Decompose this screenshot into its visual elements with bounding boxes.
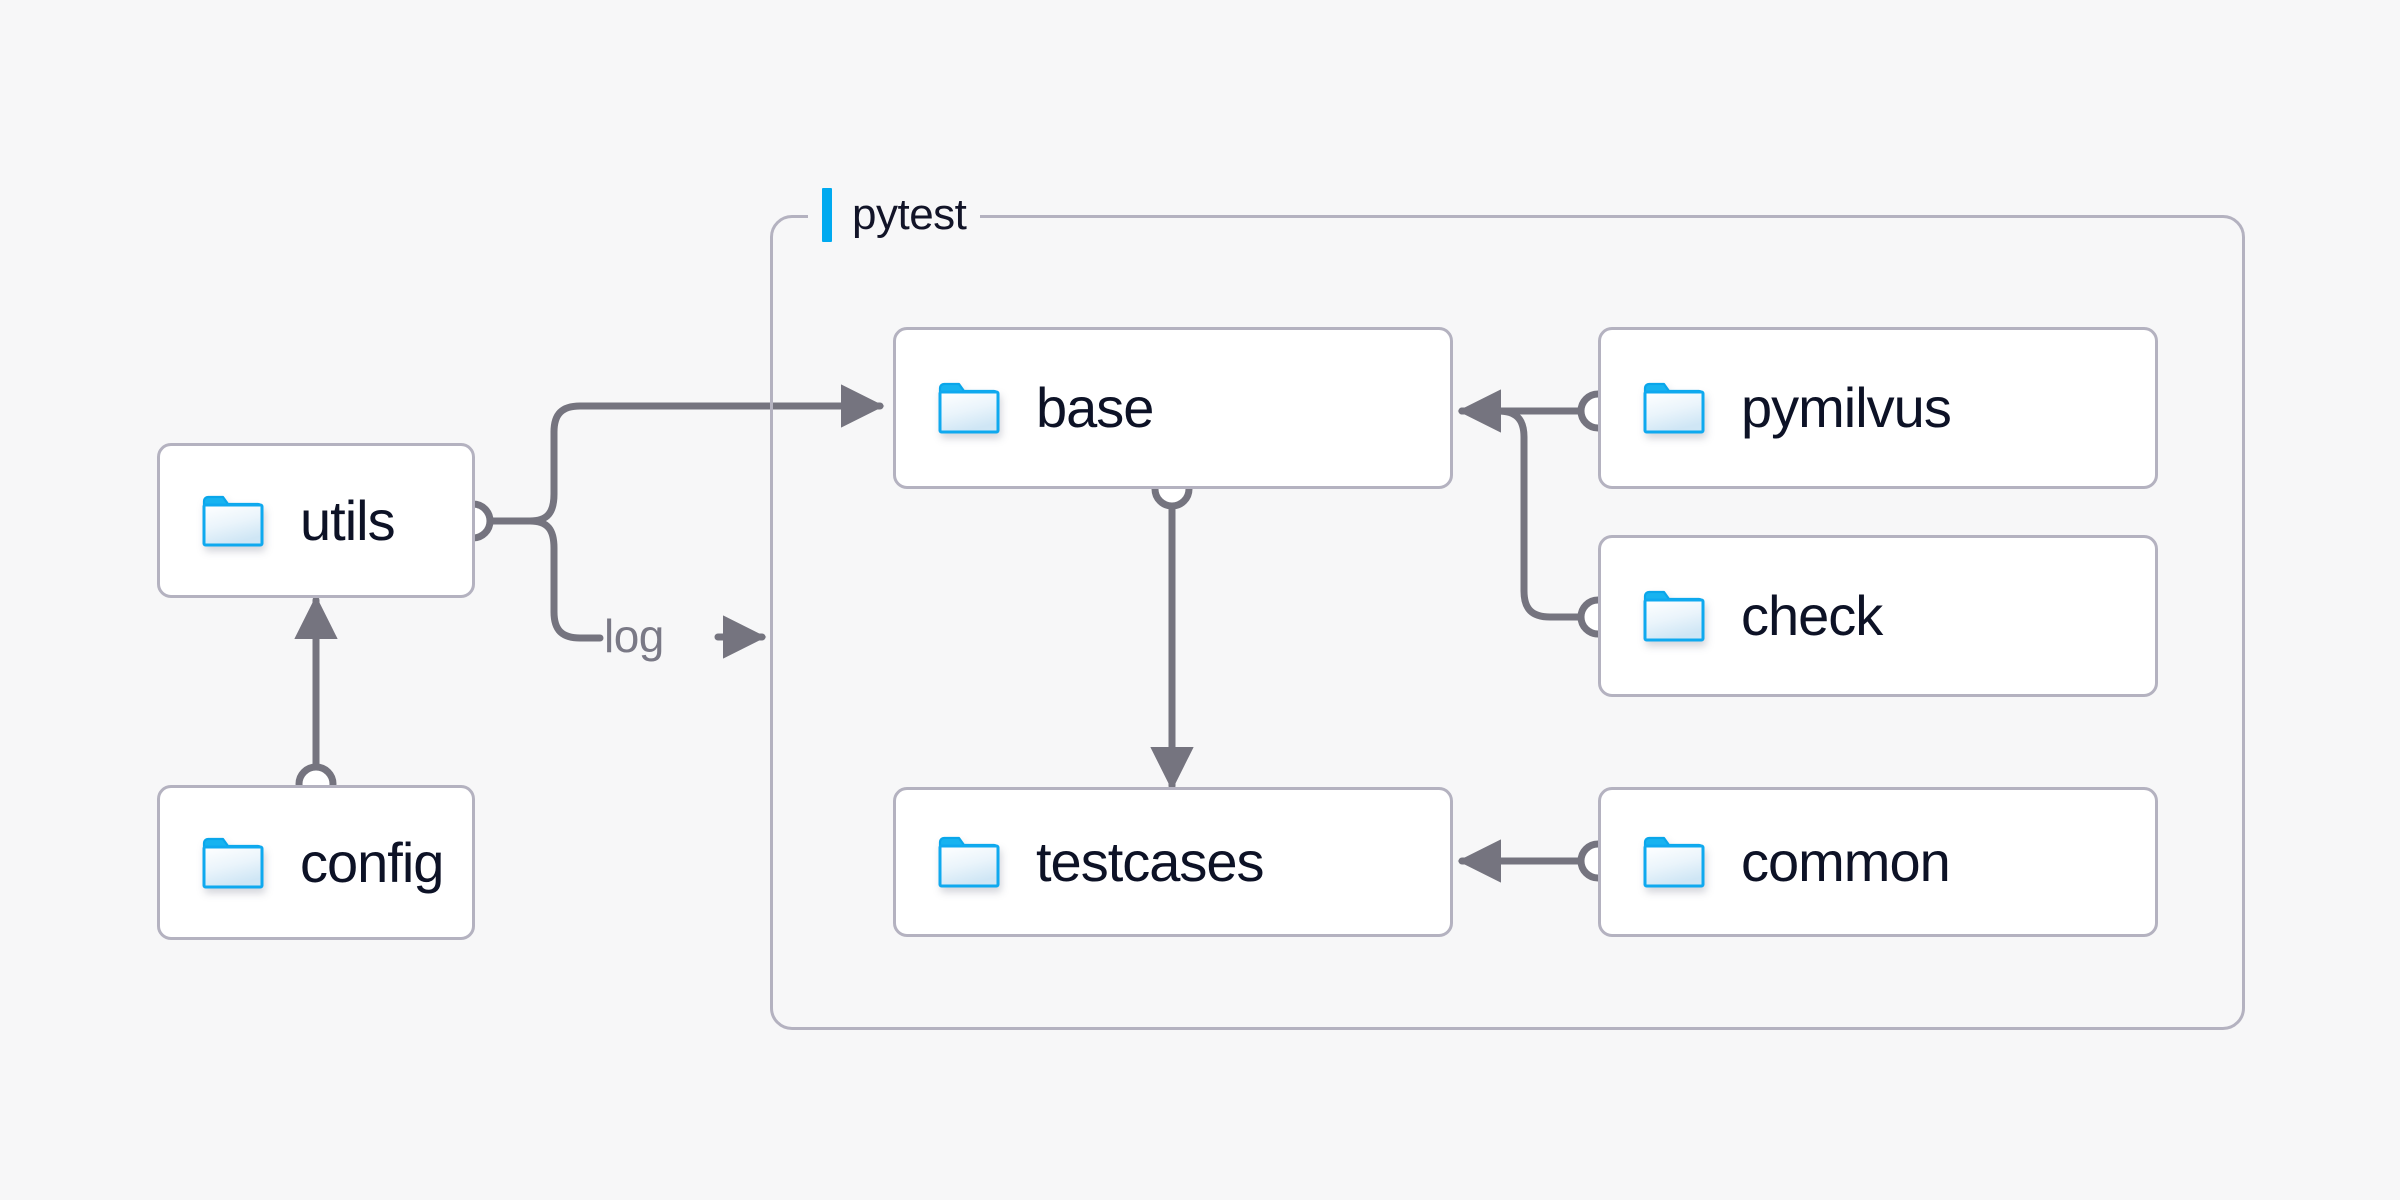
folder-icon [938, 836, 1000, 888]
group-pytest [770, 215, 2245, 1030]
folder-icon [1643, 382, 1705, 434]
node-label: pymilvus [1741, 376, 1952, 439]
node-label: common [1741, 830, 1951, 893]
node-pymilvus[interactable]: pymilvus [1598, 327, 2158, 489]
folder-icon [202, 837, 264, 888]
folder-icon [1643, 590, 1705, 642]
edge-label-log: log [604, 610, 664, 662]
group-title: pytest [852, 190, 967, 239]
node-label: base [1036, 376, 1154, 439]
edge-utils-to-log [526, 517, 604, 642]
node-label: testcases [1036, 830, 1265, 893]
folder-icon [938, 382, 1000, 434]
folder-icon [1643, 836, 1705, 888]
group-pytest-label: pytest [808, 184, 981, 246]
node-config[interactable]: config [157, 785, 475, 940]
node-utils[interactable]: utils [157, 443, 475, 598]
node-testcases[interactable]: testcases [893, 787, 1453, 937]
node-common[interactable]: common [1598, 787, 2158, 937]
node-base[interactable]: base [893, 327, 1453, 489]
group-accent-bar [822, 188, 832, 242]
node-label: utils [300, 488, 396, 552]
node-label: config [300, 830, 444, 894]
node-label: check [1741, 584, 1883, 647]
folder-icon [202, 495, 264, 546]
node-check[interactable]: check [1598, 535, 2158, 697]
